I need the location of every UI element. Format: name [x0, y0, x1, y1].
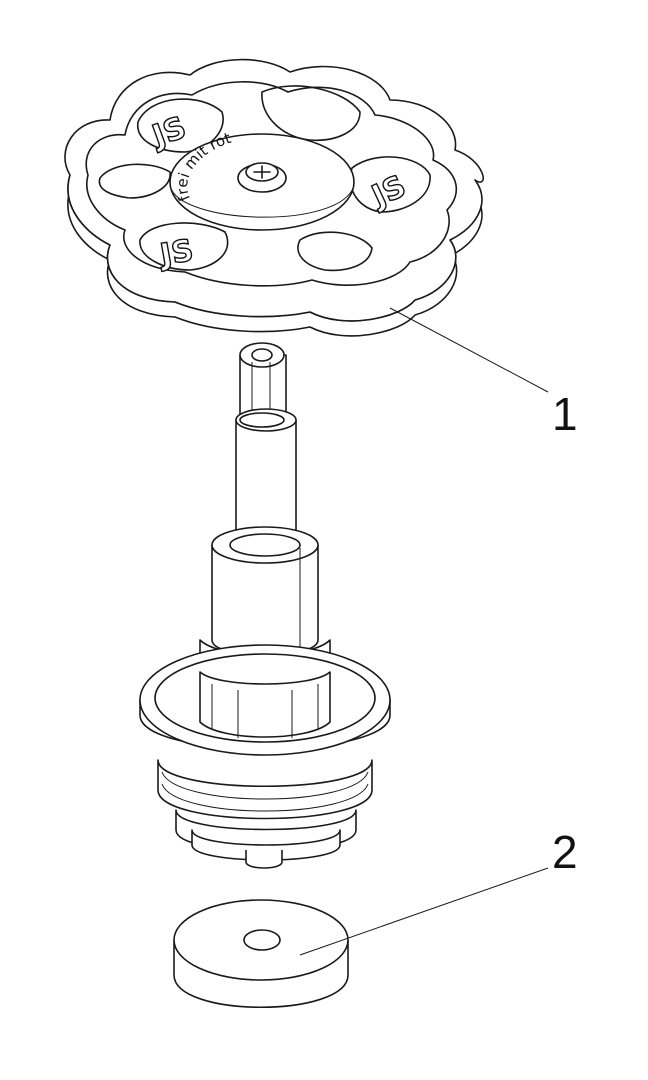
callout-2: 2	[299, 826, 578, 956]
logo-mark-bottom: JS	[156, 233, 196, 274]
leader-line-2	[299, 867, 549, 956]
callout-label-1: 1	[552, 388, 578, 440]
valve-stem-assembly	[139, 342, 391, 869]
handwheel-part-1: JS JS JS frei mit rot	[64, 58, 484, 337]
leader-line-1	[389, 307, 549, 393]
callout-label-2: 2	[552, 826, 578, 878]
callout-1: 1	[389, 307, 578, 440]
washer-part-2	[173, 899, 349, 1008]
